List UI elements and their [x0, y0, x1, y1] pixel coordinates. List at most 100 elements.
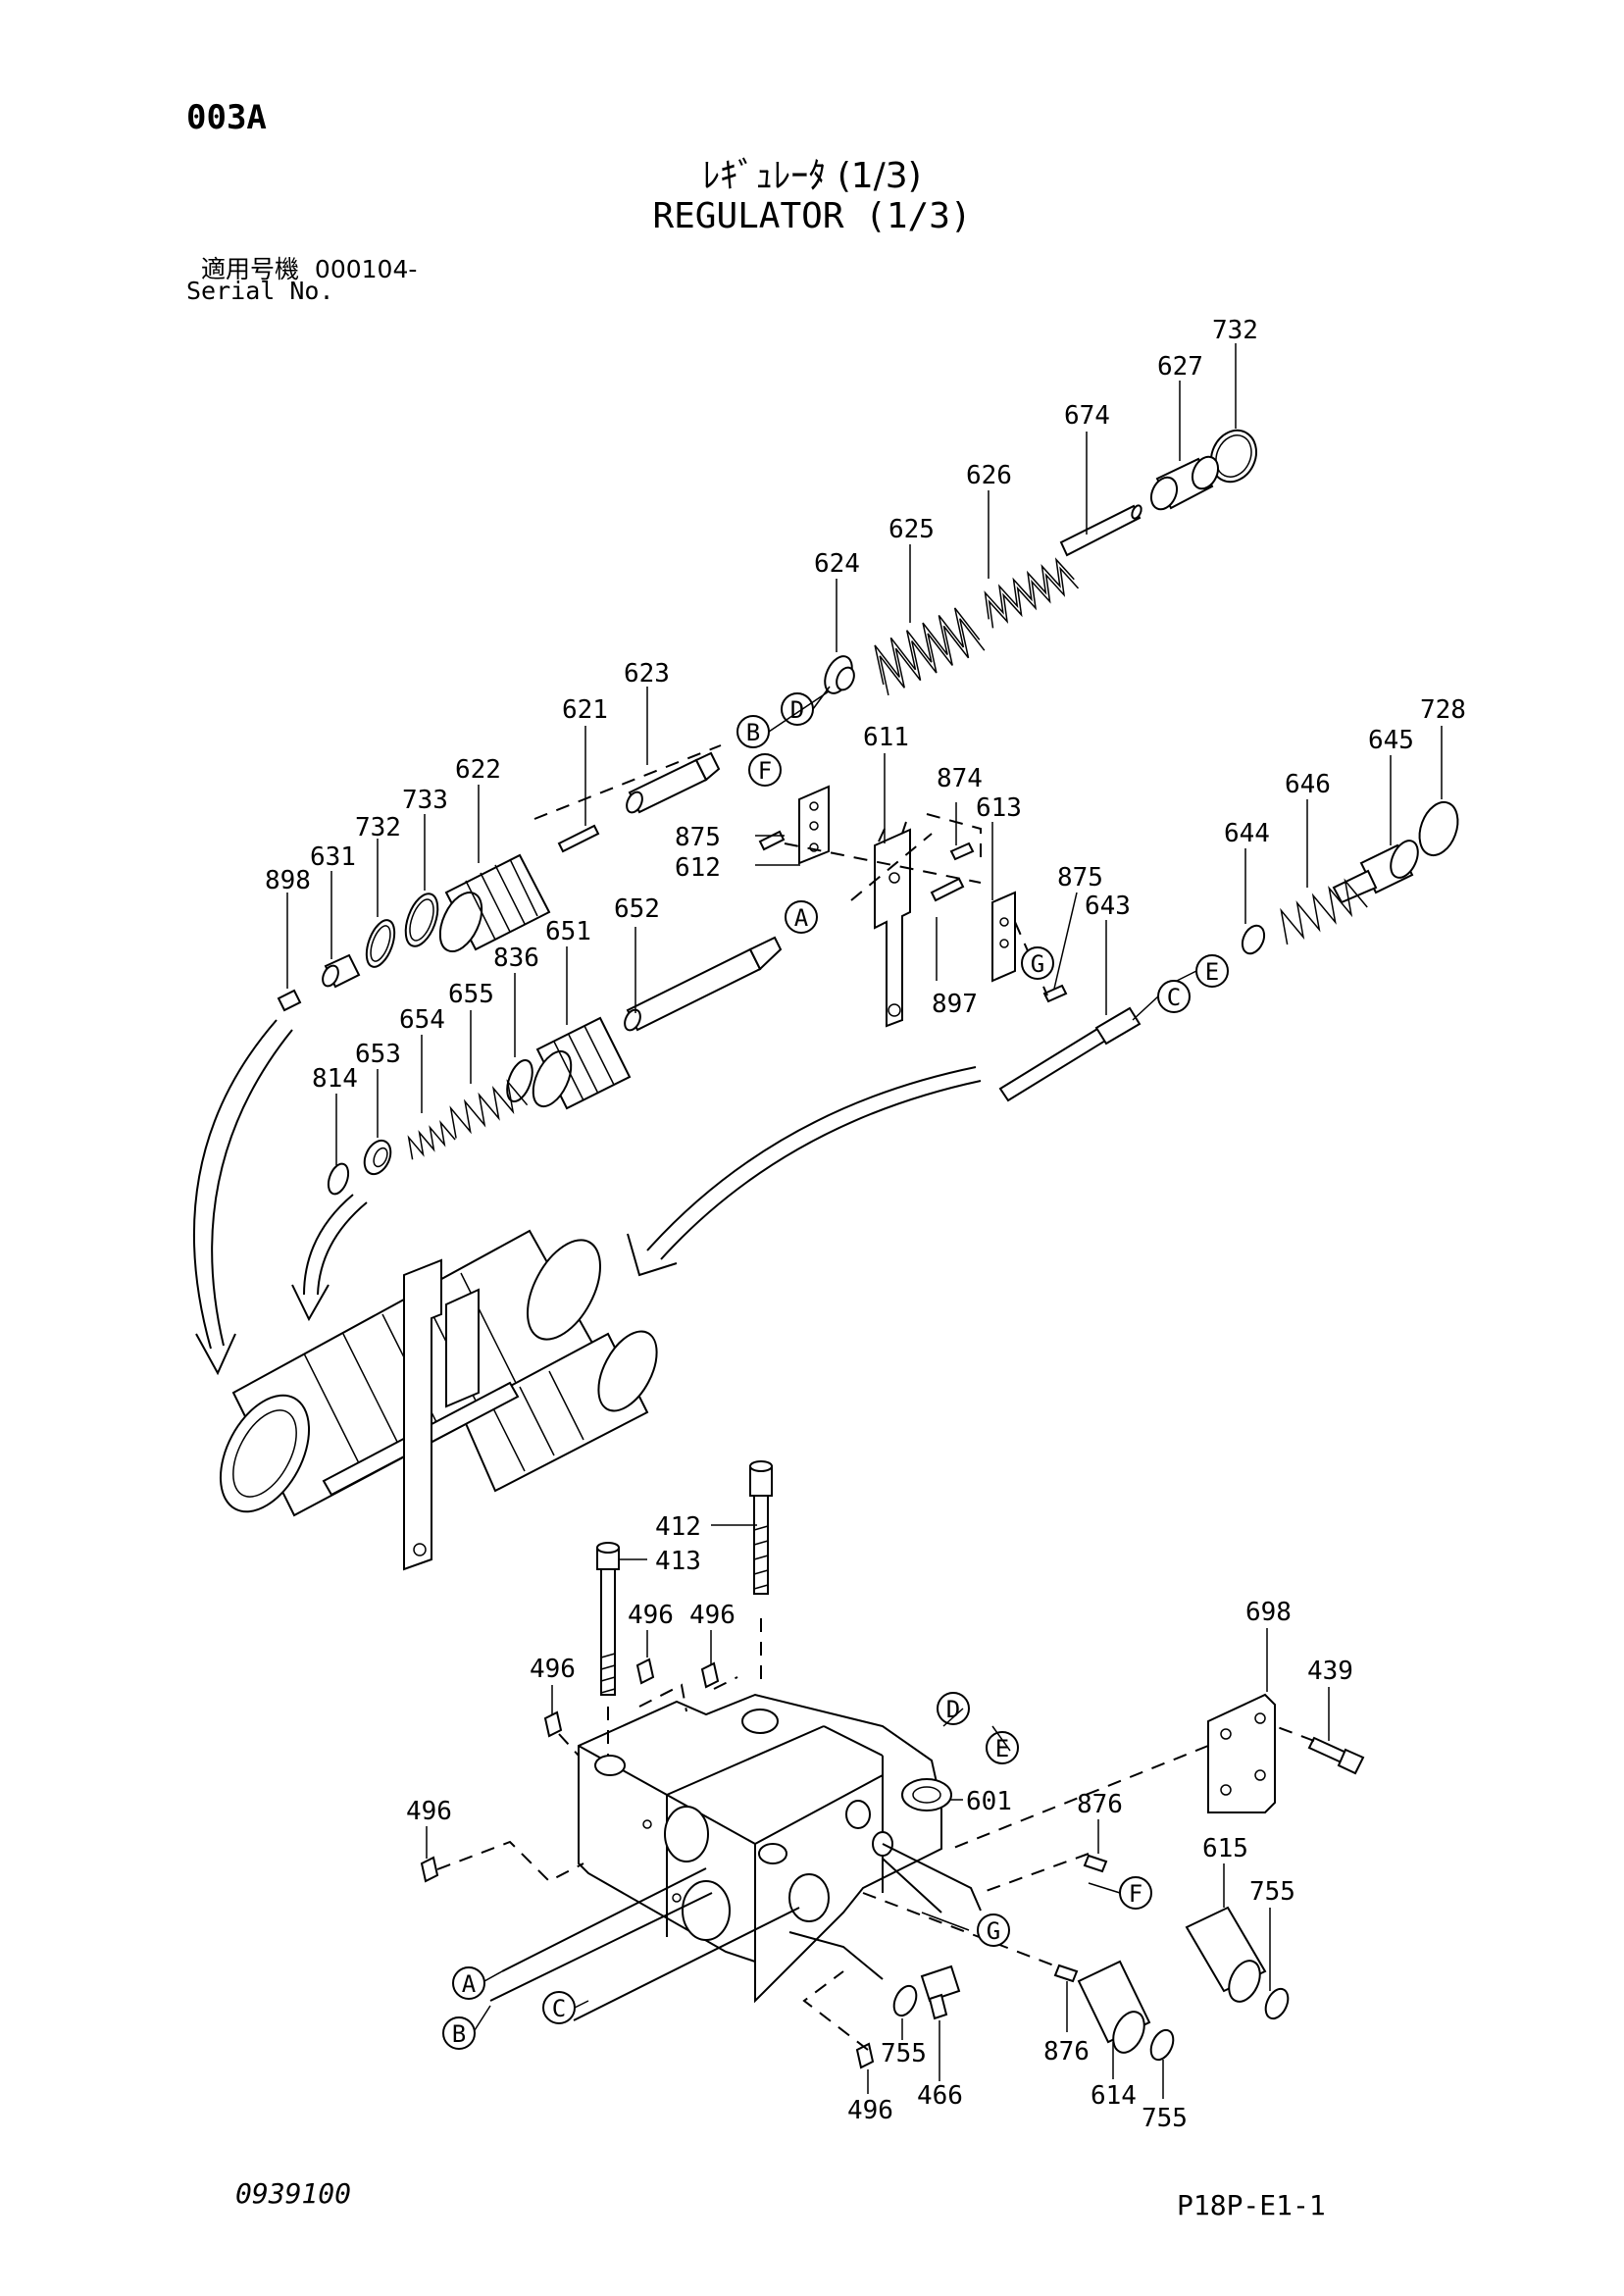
part-labels: 732 627 674 626 625 624 623 621 622 733 …	[265, 316, 1466, 2133]
label-624: 624	[814, 549, 860, 579]
label-496-a: 496	[628, 1601, 674, 1630]
callout-f-top: F	[758, 757, 772, 785]
label-897: 897	[932, 990, 978, 1019]
label-627: 627	[1157, 352, 1203, 382]
part-466-plug	[920, 1964, 961, 2020]
label-674: 674	[1064, 401, 1110, 431]
label-412: 412	[655, 1512, 701, 1542]
guide-line	[436, 1840, 584, 1883]
callout-g-top: G	[1031, 950, 1044, 978]
part-624-seat	[824, 655, 855, 694]
part-622-sleeve	[438, 853, 551, 952]
label-654: 654	[399, 1005, 445, 1035]
guide-line	[713, 1676, 738, 1690]
part-876-pins	[1053, 1854, 1108, 1983]
guide-line	[802, 1970, 869, 2051]
guide-line	[1014, 921, 1048, 996]
label-621: 621	[562, 695, 608, 725]
guide-line	[850, 833, 933, 901]
label-631: 631	[310, 842, 356, 872]
part-614-plug	[1077, 1960, 1151, 2054]
label-755-c: 755	[1142, 2104, 1188, 2133]
guide-line	[980, 1853, 1090, 1894]
label-651: 651	[545, 917, 591, 946]
part-611-lever	[874, 821, 911, 1028]
label-413: 413	[655, 1547, 701, 1576]
label-496-c: 496	[530, 1655, 576, 1684]
part-733-oring	[404, 893, 439, 947]
assembly-arrow-right	[627, 1066, 982, 1277]
label-755-b: 755	[881, 2039, 927, 2068]
label-874: 874	[937, 764, 983, 793]
label-755-a: 755	[1249, 1877, 1295, 1907]
label-876-b: 876	[1043, 2037, 1090, 2066]
part-732-top	[1210, 429, 1257, 484]
guide-line	[1274, 1725, 1315, 1742]
part-875-pin-2	[1042, 984, 1068, 1003]
label-466: 466	[917, 2081, 963, 2111]
part-651-sleeve	[532, 1016, 632, 1110]
part-875-pin	[758, 830, 786, 851]
part-625-spring	[874, 607, 986, 696]
part-627-piston	[1149, 455, 1220, 511]
assembled-regulator-view	[219, 1229, 658, 1571]
part-644-seat	[1241, 924, 1266, 955]
label-732-b: 732	[355, 813, 401, 842]
label-875-b: 875	[1057, 863, 1103, 893]
part-755-orings	[892, 1984, 1290, 2062]
shaft-line	[788, 1931, 884, 1980]
label-615: 615	[1202, 1834, 1248, 1863]
label-496-d: 496	[406, 1797, 452, 1826]
label-496-b: 496	[689, 1601, 736, 1630]
callout-e-bottom: E	[995, 1735, 1009, 1762]
part-897-pin	[930, 877, 965, 902]
part-698-cover	[1207, 1693, 1276, 1813]
part-626-spring	[984, 557, 1080, 629]
label-645: 645	[1368, 726, 1414, 755]
label-625: 625	[888, 515, 935, 544]
part-652-spool	[624, 936, 783, 1032]
guide-line	[862, 1892, 1060, 1968]
guide-line	[558, 1733, 580, 1757]
callout-g-bottom: G	[987, 1917, 1000, 1945]
part-413-bolt	[596, 1542, 620, 1696]
serial-line: 適用号機 000104-	[201, 250, 417, 285]
part-674-rod	[1059, 504, 1142, 557]
label-655: 655	[448, 980, 494, 1009]
part-612-lever	[798, 785, 830, 865]
label-622: 622	[455, 755, 501, 785]
assembly-arrow-middle	[291, 1194, 368, 1322]
label-496-e: 496	[847, 2096, 893, 2125]
label-644: 644	[1224, 819, 1270, 848]
assembly-arrow-left	[192, 1019, 293, 1376]
label-728: 728	[1420, 695, 1466, 725]
callout-c-bottom: C	[552, 1995, 566, 2022]
callout-b-top: B	[746, 719, 760, 746]
shaft-line	[882, 1843, 982, 1912]
drawing-number: 0939100	[235, 2177, 352, 2210]
part-814-snap-ring	[327, 1162, 350, 1196]
label-613: 613	[976, 793, 1022, 823]
part-643-pin	[998, 1006, 1142, 1102]
part-646-spring	[1280, 878, 1368, 945]
part-631-plug	[322, 953, 361, 989]
part-898-pin	[277, 989, 302, 1012]
callout-d-bottom: D	[946, 1696, 960, 1723]
part-613-lever	[991, 891, 1016, 983]
part-621-pin	[557, 824, 600, 853]
part-654-spring	[407, 1120, 456, 1160]
part-615-plug	[1185, 1906, 1267, 2003]
label-652: 652	[614, 894, 660, 924]
page-code: 003A	[186, 98, 267, 137]
guide-line	[926, 813, 982, 863]
label-733: 733	[402, 786, 448, 815]
guide-line	[638, 1683, 687, 1712]
callout-f-bottom: F	[1129, 1880, 1142, 1908]
label-614: 614	[1091, 2081, 1137, 2111]
part-439-bolt	[1307, 1736, 1365, 1775]
part-655-spring	[449, 1079, 529, 1139]
serial-value: 000104-	[314, 255, 418, 283]
label-875: 875	[675, 823, 721, 852]
shaft-line	[489, 1867, 713, 2002]
